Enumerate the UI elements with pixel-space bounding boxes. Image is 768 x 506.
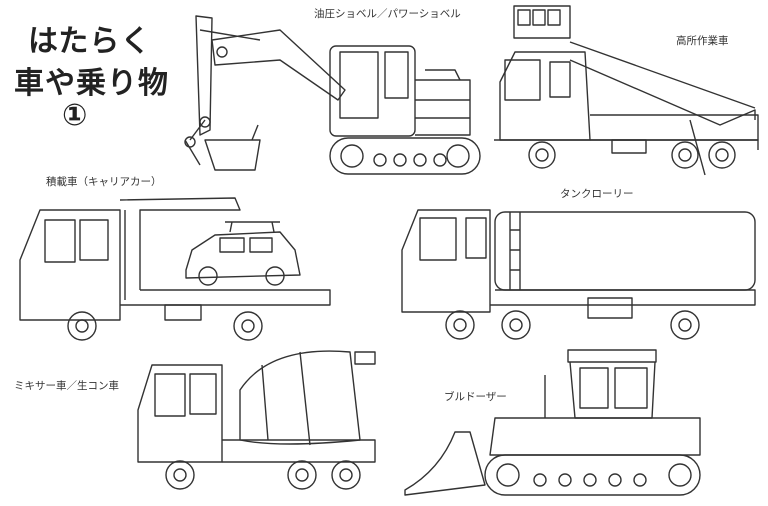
label-carrier: 積載車（キャリアカー） xyxy=(46,176,162,188)
title-line-2: 車や乗り物 xyxy=(14,66,169,101)
title-line-1: はたらく xyxy=(28,24,152,59)
mixer-illustration xyxy=(137,350,376,490)
bulldozer-illustration xyxy=(404,349,701,496)
label-tank-lorry: タンクローリー xyxy=(560,188,634,200)
label-aerial-work-truck: 高所作業車 xyxy=(676,35,729,47)
excavator-illustration xyxy=(184,15,481,175)
aerial-work-truck-illustration xyxy=(494,5,759,176)
title-number: ① xyxy=(62,98,89,133)
carrier-illustration xyxy=(19,197,331,341)
label-mixer: ミキサー車／生コン車 xyxy=(14,380,119,392)
tank-lorry-illustration xyxy=(401,209,756,340)
label-bulldozer: ブルドーザー xyxy=(444,391,507,403)
label-excavator: 油圧ショベル／パワーショベル xyxy=(314,8,461,20)
